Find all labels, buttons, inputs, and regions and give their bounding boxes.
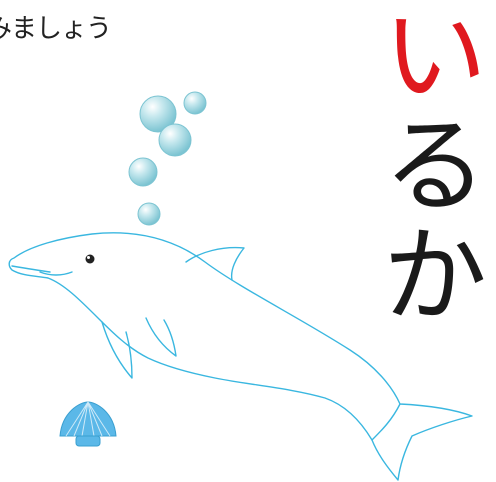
kana-i-highlight: い xyxy=(382,0,487,117)
kana-ka: か xyxy=(382,215,487,337)
dolphin-icon xyxy=(8,232,473,481)
instruction-text: みましょう xyxy=(0,14,112,44)
dolphin-eye-icon xyxy=(85,254,95,264)
shell-icon xyxy=(59,401,117,447)
vocabulary-word: い る か xyxy=(380,4,490,328)
kana-ru: る xyxy=(382,105,487,227)
bubble-icon xyxy=(128,91,207,226)
